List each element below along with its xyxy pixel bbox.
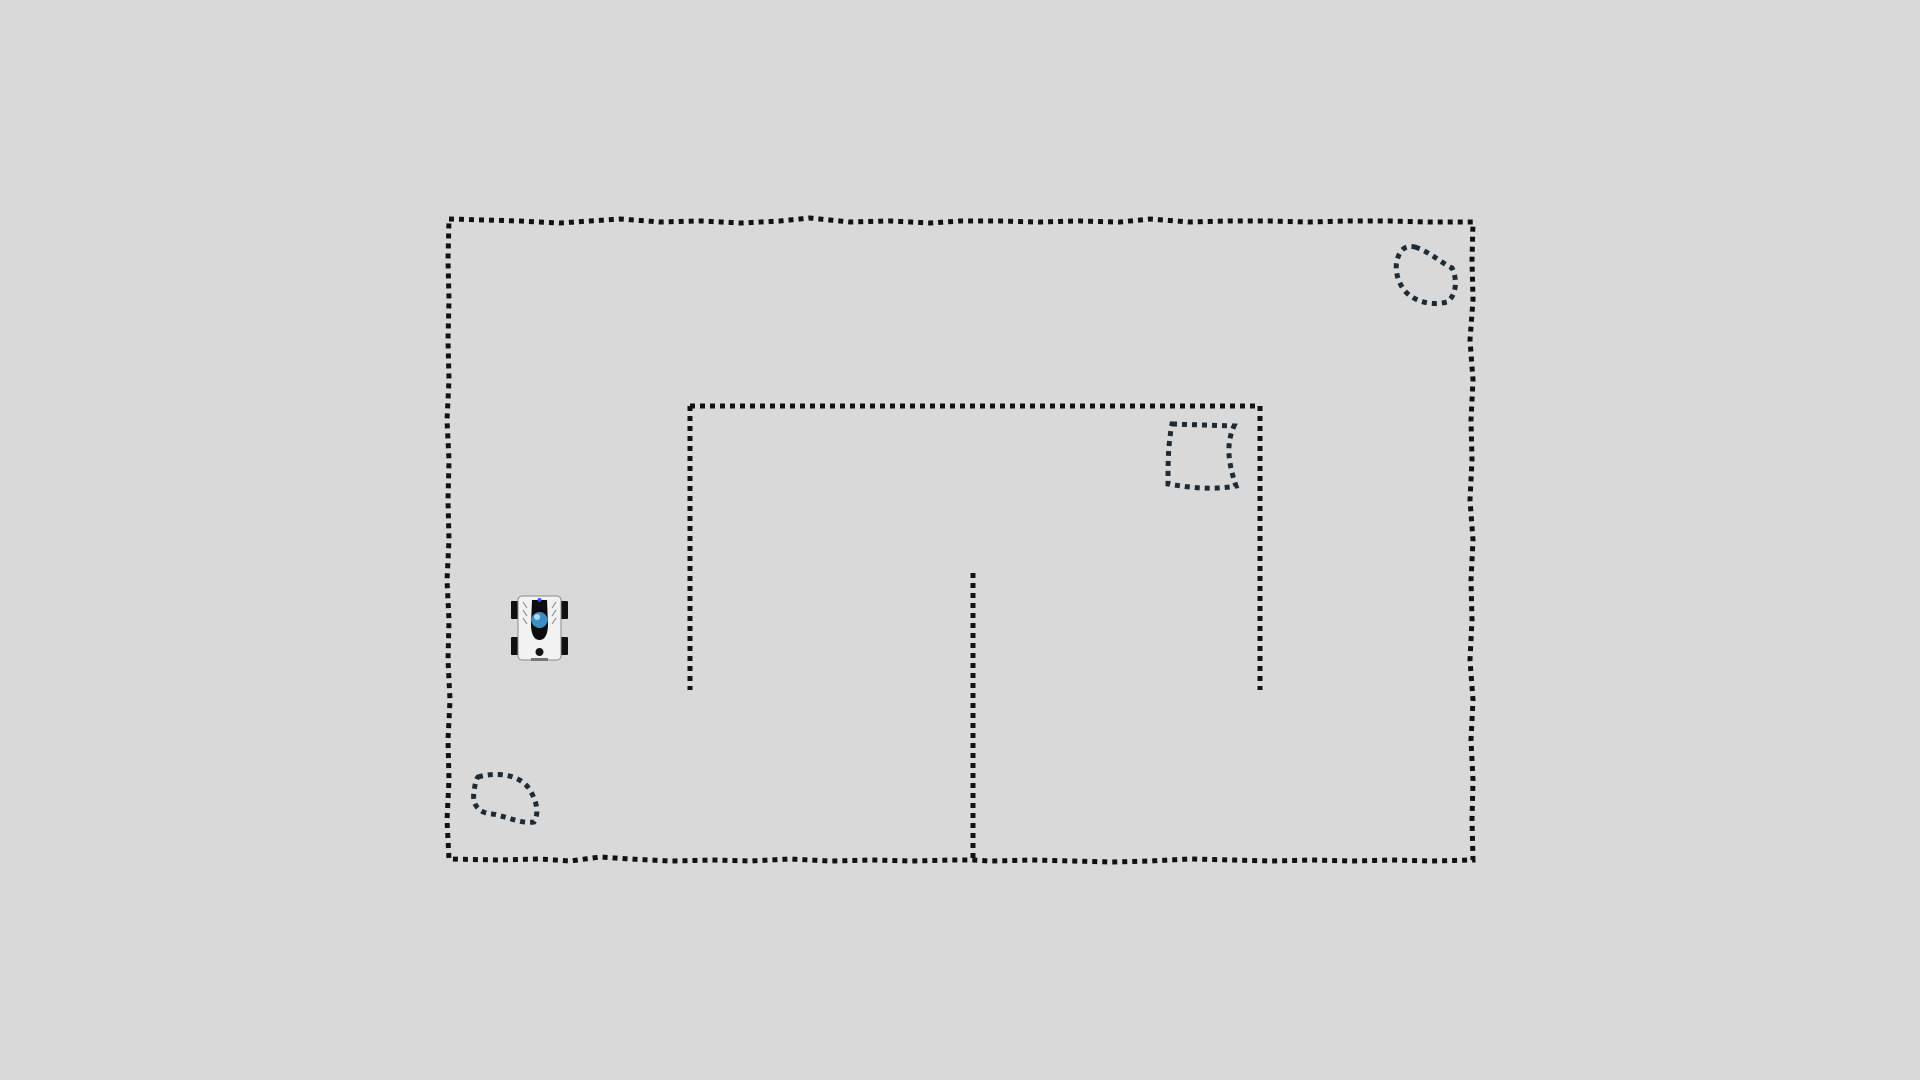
obstacle-top-right-blob <box>1393 243 1458 306</box>
robot-led <box>537 598 542 602</box>
robot-wheel-front-right <box>561 601 568 619</box>
outer-boundary <box>444 215 1476 865</box>
robot-wheel-rear-right <box>561 637 568 655</box>
robot-rear-caster <box>535 648 544 656</box>
obstacle-bottom-left-blob <box>471 771 540 825</box>
robot[interactable] <box>511 595 568 661</box>
robot-wheel-front-left <box>511 601 518 619</box>
robot-wheel-rear-left <box>511 637 518 655</box>
robot-sensor-highlight <box>534 614 540 620</box>
obstacle-square <box>1165 421 1240 491</box>
robot-stripes <box>522 601 557 625</box>
robot-sensor-dome <box>531 612 548 628</box>
robot-rear-bumper <box>531 658 548 661</box>
